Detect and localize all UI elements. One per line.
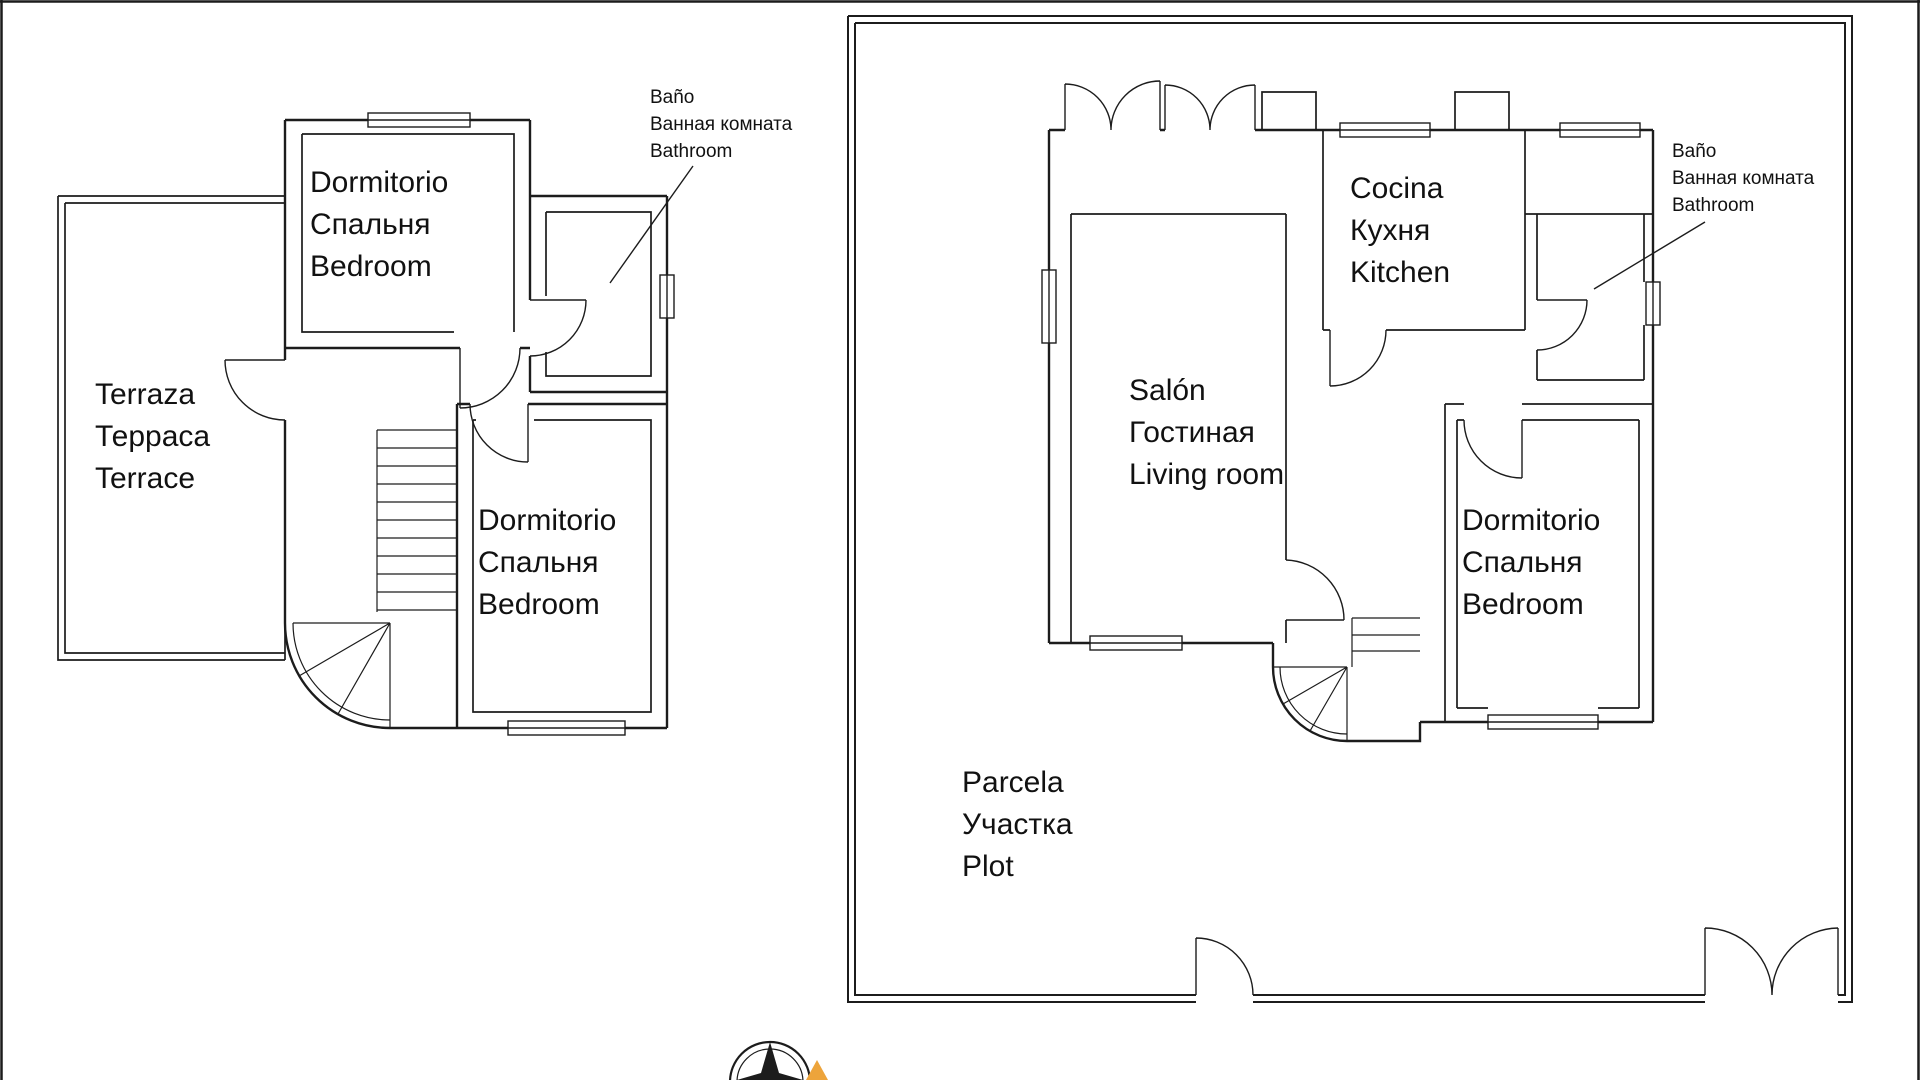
terrace-outline <box>57 195 286 661</box>
ground-door-arcs <box>1285 299 1588 621</box>
label-line-ru: Спальня <box>310 208 431 241</box>
room-label-upper-bedroom-top: Dormitorio Спальня Bedroom <box>310 162 448 288</box>
label-line-ru: Терраса <box>95 420 211 453</box>
label-line-ru: Спальня <box>478 546 599 579</box>
upper-outer-walls <box>283 118 669 730</box>
label-line-en: Kitchen <box>1350 256 1451 289</box>
label-line-en: Terrace <box>95 462 196 495</box>
upper-room-outlines <box>301 133 652 713</box>
label-line-en: Bedroom <box>310 250 432 283</box>
label-line-en: Plot <box>962 850 1014 883</box>
annotation-ground-bathroom: Baño Ванная комната Bathroom <box>1672 138 1814 219</box>
label-line-en: Bathroom <box>1672 195 1755 216</box>
room-label-kitchen: Cocina Кухня Kitchen <box>1350 168 1450 294</box>
label-line-ru: Гостиная <box>1129 416 1255 449</box>
plot-boundary <box>847 15 1853 1003</box>
room-label-ground-bedroom: Dormitorio Спальня Bedroom <box>1462 500 1600 626</box>
room-label-upper-bedroom-bottom: Dormitorio Спальня Bedroom <box>478 500 616 626</box>
porch-door-arcs <box>1064 80 1256 131</box>
label-line-es: Dormitorio <box>1462 504 1601 537</box>
ground-stairs <box>1273 617 1420 741</box>
upper-interior-walls <box>285 196 667 728</box>
upper-windows <box>367 112 675 736</box>
plot-label: Parcela Участка Plot <box>962 762 1073 888</box>
ground-bathroom-leader-line <box>1593 221 1706 290</box>
upper-door-arcs <box>224 299 587 463</box>
upper-stairs <box>292 429 457 728</box>
label-line-en: Bathroom <box>650 141 733 162</box>
label-line-ru: Кухня <box>1350 214 1431 247</box>
compass-star <box>736 1042 804 1080</box>
room-label-living-room: Salón Гостиная Living room <box>1129 370 1284 496</box>
label-line-ru: Участка <box>962 808 1073 841</box>
label-line-en: Living room <box>1129 458 1285 491</box>
room-label-terrace: Terraza Терраса Terrace <box>95 374 210 500</box>
label-line-es: Baño <box>650 87 695 108</box>
label-line-en: Bedroom <box>478 588 600 621</box>
label-line-es: Salón <box>1129 374 1206 407</box>
label-line-es: Parcela <box>962 766 1064 799</box>
plot-gate-arcs <box>1195 927 1839 996</box>
label-line-ru: Ванная комната <box>1672 168 1815 189</box>
house-outer-walls <box>1047 128 1655 743</box>
ground-windows <box>1041 122 1661 730</box>
upper-bathroom-leader-line <box>609 165 694 284</box>
ground-floor-plan <box>847 15 1853 1003</box>
top-wall-pilasters <box>1261 91 1510 130</box>
label-line-ru: Ванная комната <box>650 114 793 135</box>
label-line-es: Cocina <box>1350 172 1444 205</box>
annotation-upper-bathroom: Baño Ванная комната Bathroom <box>650 84 792 165</box>
label-line-en: Bedroom <box>1462 588 1584 621</box>
label-line-es: Dormitorio <box>478 504 617 537</box>
label-line-es: Dormitorio <box>310 166 449 199</box>
compass-rose-icon <box>728 1040 828 1080</box>
label-line-ru: Спальня <box>1462 546 1583 579</box>
label-line-es: Terraza <box>95 378 196 411</box>
ground-room-outlines <box>1070 130 1653 722</box>
upper-floor-plan <box>57 112 694 736</box>
compass-accent-triangle <box>806 1060 828 1080</box>
label-line-es: Baño <box>1672 141 1717 162</box>
